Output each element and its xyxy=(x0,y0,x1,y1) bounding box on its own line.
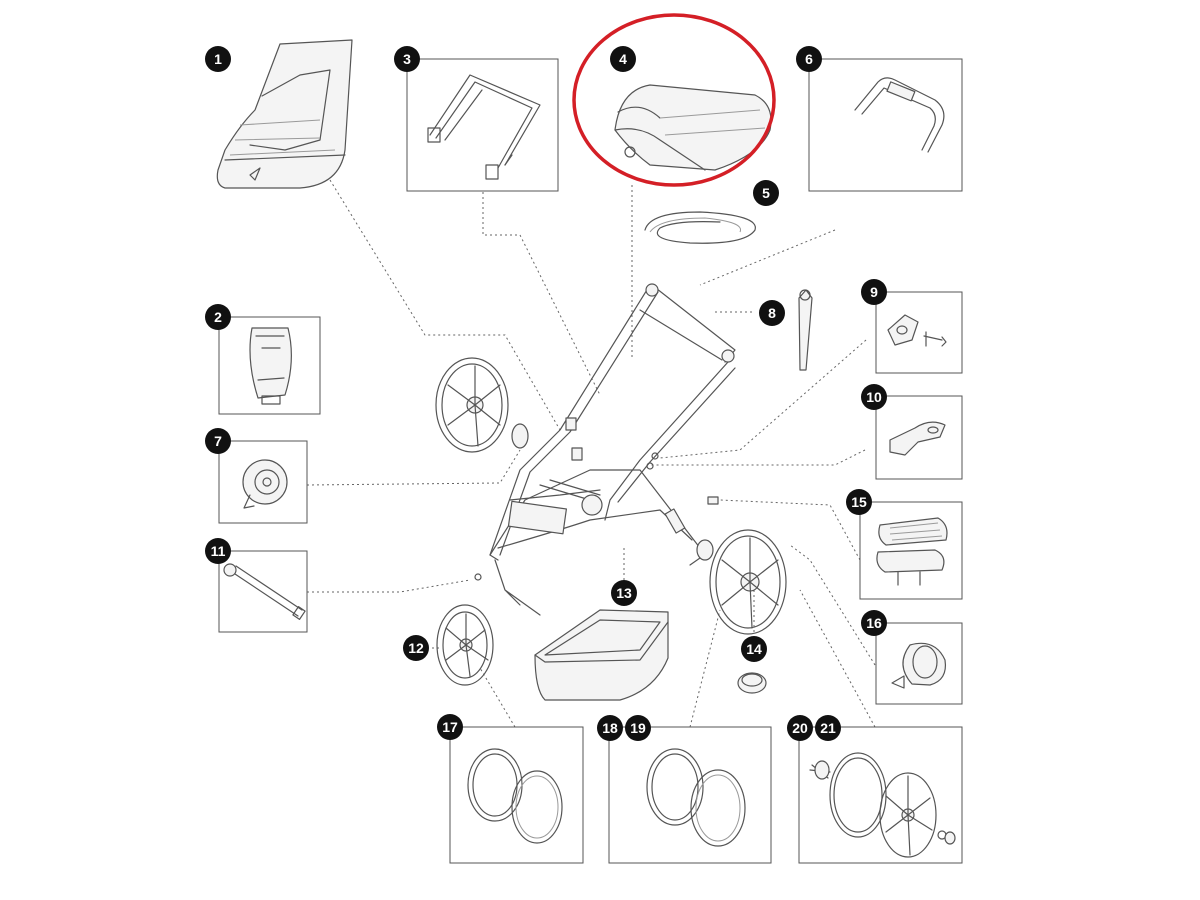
stroller-frame-drawing xyxy=(474,283,736,616)
front-tire-drawing xyxy=(467,748,563,844)
brake-pedal-drawing xyxy=(876,517,948,586)
part-badge-12[interactable]: 12 xyxy=(403,635,429,661)
part-number: 12 xyxy=(408,640,424,656)
part-badge-20[interactable]: 20 xyxy=(787,715,813,741)
part-number: 13 xyxy=(616,585,632,601)
wheel-hub-drawing xyxy=(242,459,288,509)
part-number: 15 xyxy=(851,494,867,510)
part-number: 4 xyxy=(619,51,627,67)
part-badge-11[interactable]: 11 xyxy=(205,538,231,564)
part-badge-9[interactable]: 9 xyxy=(861,279,887,305)
rear-hub-drawing xyxy=(891,642,947,689)
part-badge-2[interactable]: 2 xyxy=(205,304,231,330)
part-badge-17[interactable]: 17 xyxy=(437,714,463,740)
wheel-cap-drawing xyxy=(737,672,767,694)
part-number: 2 xyxy=(214,309,222,325)
right-rear-wheel-drawing xyxy=(709,529,787,635)
part-badge-3[interactable]: 3 xyxy=(394,46,420,72)
handlebar-drawing xyxy=(854,77,945,153)
part-number: 16 xyxy=(866,615,882,631)
part-number: 3 xyxy=(403,51,411,67)
clip-screw-drawing xyxy=(887,314,947,347)
part-number: 17 xyxy=(442,719,458,735)
rear-tire-drawing xyxy=(646,748,746,847)
part-badge-15[interactable]: 15 xyxy=(846,489,872,515)
seat-drawing xyxy=(216,39,353,189)
bracket-drawing xyxy=(889,421,946,456)
part-number: 20 xyxy=(792,720,808,736)
buckle-drawing xyxy=(249,327,292,405)
part-badge-8[interactable]: 8 xyxy=(759,300,785,326)
axle-bolt-drawing xyxy=(223,563,306,620)
part-badge-16[interactable]: 16 xyxy=(861,610,887,636)
part-number: 18 xyxy=(602,720,618,736)
part-number: 21 xyxy=(820,720,836,736)
part-number: 7 xyxy=(214,433,222,449)
basket-drawing xyxy=(534,609,669,701)
cable-drawing xyxy=(644,211,756,244)
part-badge-14[interactable]: 14 xyxy=(741,636,767,662)
strap-drawing xyxy=(798,289,813,371)
canopy-drawing xyxy=(614,84,772,171)
highlight-circle xyxy=(572,13,776,187)
part-number: 1 xyxy=(214,51,222,67)
part-badges: 1 2 3 4 5 6 7 8 9 10 11 12 13 14 15 16 1… xyxy=(205,46,887,741)
bumper-bar-drawing xyxy=(427,74,541,180)
part-badge-13[interactable]: 13 xyxy=(611,580,637,606)
part-number: 9 xyxy=(870,284,878,300)
part-boxes xyxy=(218,58,963,864)
part-number: 11 xyxy=(211,543,226,559)
part-badge-7[interactable]: 7 xyxy=(205,428,231,454)
part-badge-19[interactable]: 19 xyxy=(625,715,651,741)
part-badge-6[interactable]: 6 xyxy=(796,46,822,72)
part-badge-1[interactable]: 1 xyxy=(205,46,231,72)
rear-wheel-assembly-drawing xyxy=(809,752,956,858)
part-badge-21[interactable]: 21 xyxy=(815,715,841,741)
part-number: 19 xyxy=(630,720,646,736)
front-wheel-drawing xyxy=(436,604,494,686)
left-rear-wheel-drawing xyxy=(435,357,509,453)
leader-lines xyxy=(306,179,876,728)
part-number: 6 xyxy=(805,51,813,67)
part-number: 8 xyxy=(768,305,776,321)
part-badge-10[interactable]: 10 xyxy=(861,384,887,410)
part-number: 10 xyxy=(866,389,882,405)
part-badge-18[interactable]: 18 xyxy=(597,715,623,741)
part-number: 5 xyxy=(762,185,770,201)
part-number: 14 xyxy=(746,641,762,657)
part-badge-4[interactable]: 4 xyxy=(610,46,636,72)
part-badge-5[interactable]: 5 xyxy=(753,180,779,206)
